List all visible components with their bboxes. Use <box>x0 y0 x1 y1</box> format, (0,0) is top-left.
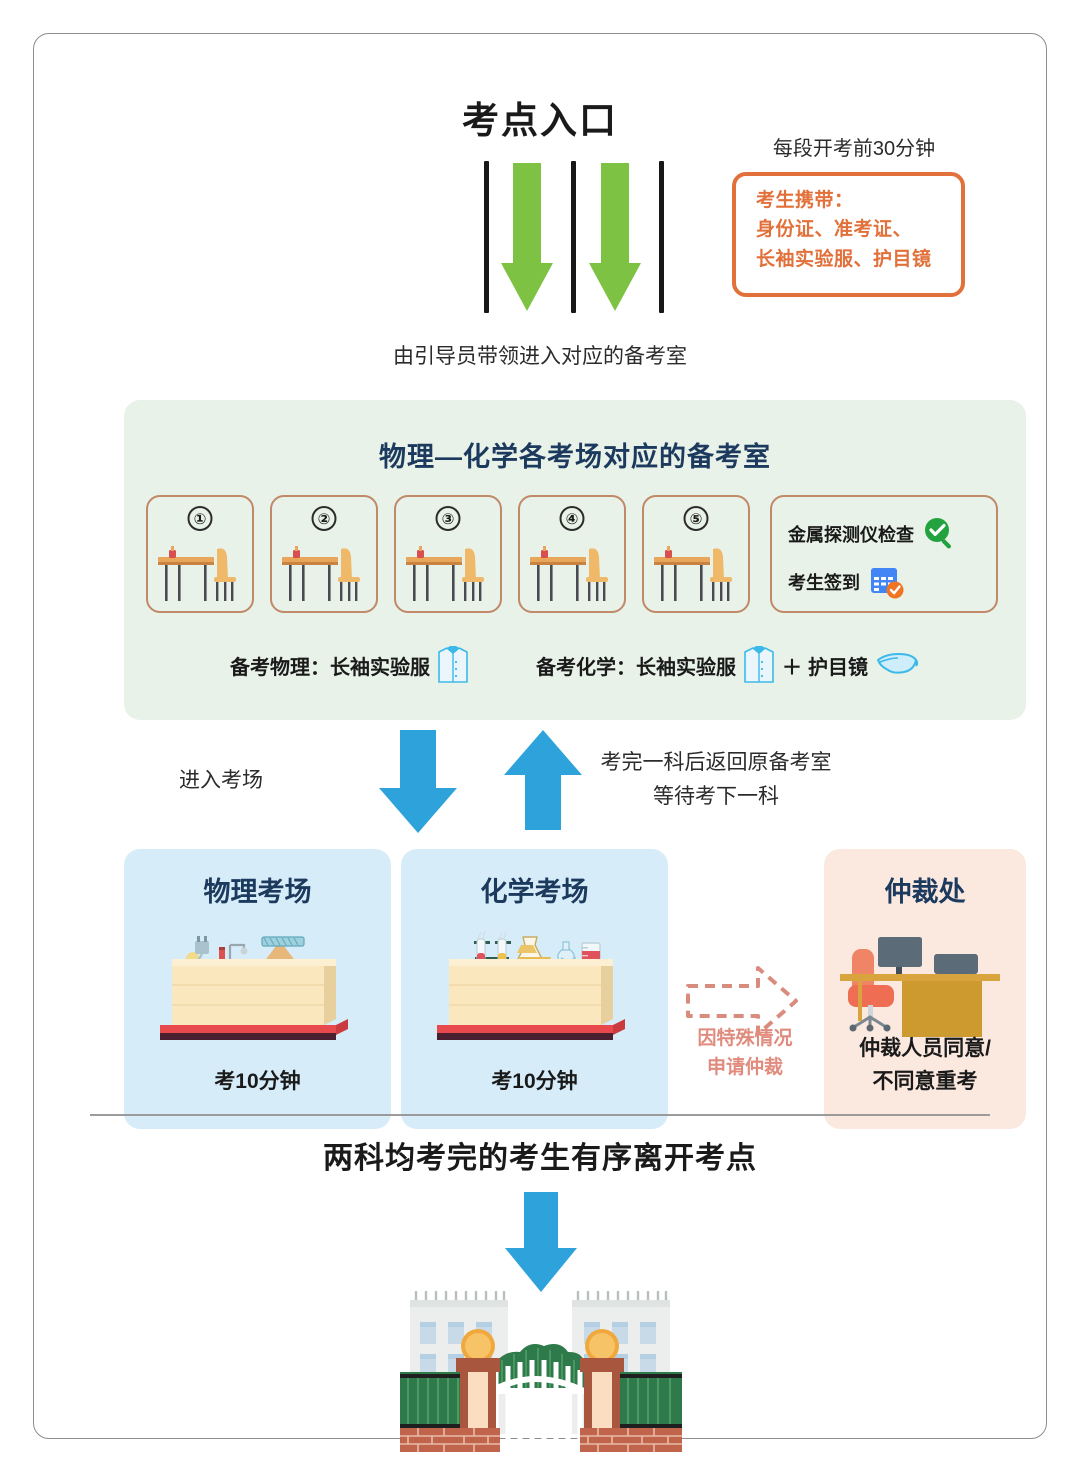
arbitration-link-label: 因特殊情况 申请仲裁 <box>680 1024 810 1083</box>
arbitration-link-line1: 因特殊情况 <box>697 1028 793 1049</box>
metal-detector-label: 金属探测仪检查 <box>788 525 914 545</box>
room-number: ② <box>311 506 337 531</box>
carry-line-3: 长袖实验服、护目镜 <box>756 248 932 270</box>
green-magnifier-check-icon <box>925 518 951 549</box>
lab-coat-icon <box>744 646 774 683</box>
blue-up-arrow-icon <box>504 730 582 830</box>
prep-room-section: 物理—化学各考场对应的备考室 ① <box>124 400 1026 720</box>
prep-room-card[interactable]: ④ <box>518 495 626 613</box>
room-number: ④ <box>559 506 585 531</box>
dashed-right-arrow-icon <box>686 966 798 1036</box>
signin-check-row: 考生签到 <box>788 563 906 601</box>
arbitration-footer-line2: 不同意重考 <box>872 1070 978 1094</box>
carry-items-box: 考生携带： 身份证、准考证、 长袖实验服、护目镜 <box>732 172 965 297</box>
lab-coat-icon <box>438 646 468 683</box>
entrance-gate-graphic <box>484 161 664 313</box>
physics-bench-icon <box>159 936 348 1040</box>
arbitration-card-title: 仲裁处 <box>884 877 966 907</box>
chemistry-card-footer: 考10分钟 <box>491 1070 578 1094</box>
arbitration-footer-line1: 仲裁人员同意/ <box>859 1036 991 1060</box>
green-down-arrow-icon <box>589 163 641 311</box>
carry-line-1: 考生携带： <box>756 190 854 211</box>
desk-and-chair-icon <box>530 546 608 601</box>
prep-section-title: 物理—化学各考场对应的备考室 <box>379 442 771 472</box>
return-note-line2: 等待考下一科 <box>653 784 779 808</box>
goggles-label: 护目镜 <box>808 656 868 679</box>
school-gate-icon <box>400 1291 682 1453</box>
chemistry-exam-card[interactable]: 化学考场 <box>401 849 668 1129</box>
green-down-arrow-icon <box>501 163 553 311</box>
entrance-title: 考点入口 <box>462 100 618 141</box>
desk-and-chair-icon <box>654 546 732 601</box>
entrance-time-note: 每段开考前30分钟 <box>772 138 936 160</box>
physics-card-title: 物理考场 <box>203 877 312 907</box>
gate-bar-icon <box>484 161 489 313</box>
wear-requirements-row: 备考物理：长袖实验服 备考化学：长袖实验服 <box>124 645 1026 685</box>
blue-calendar-check-icon <box>871 568 904 599</box>
section-divider <box>90 1114 990 1116</box>
blue-down-arrow-icon <box>505 1192 577 1292</box>
enter-exam-label: 进入考场 <box>179 769 263 792</box>
chemistry-card-title: 化学考场 <box>480 877 589 907</box>
arbitration-link-line2: 申请仲裁 <box>706 1057 783 1079</box>
leave-title: 两科均考完的考生有序离开考点 <box>323 1142 757 1175</box>
chemistry-bench-icon <box>436 930 625 1040</box>
desk-and-chair-icon <box>406 546 484 601</box>
physics-wear-item: 备考物理：长袖实验服 <box>230 645 470 685</box>
prep-room-card[interactable]: ① <box>146 495 254 613</box>
prep-room-card[interactable]: ③ <box>394 495 502 613</box>
prep-room-card[interactable]: ② <box>270 495 378 613</box>
guide-note: 由引导员带领进入对应的备考室 <box>393 345 687 368</box>
physics-exam-card[interactable]: 物理考场 <box>124 849 391 1129</box>
arbitration-card-footer: 仲裁人员同意/ 不同意重考 <box>824 1032 1026 1099</box>
return-note-line1: 考完一科后返回原备考室 <box>600 751 832 774</box>
desk-and-chair-icon <box>282 546 360 601</box>
metal-detector-check-row: 金属探测仪检查 <box>788 516 958 552</box>
checkin-box: 金属探测仪检查 考生签到 <box>770 495 998 613</box>
signin-label: 考生签到 <box>788 573 860 593</box>
arbitration-card[interactable]: 仲裁处 仲裁人员同意/ 不同意重考 <box>824 849 1026 1129</box>
carry-line-2: 身份证、准考证、 <box>756 219 913 241</box>
return-note: 考完一科后返回原备考室 等待考下一科 <box>596 746 836 813</box>
plus-sign: ＋ <box>782 656 802 679</box>
gate-bar-icon <box>659 161 664 313</box>
prep-room-list: ① ② <box>146 495 750 613</box>
blue-down-arrow-icon <box>379 730 457 833</box>
desk-and-chair-icon <box>158 546 236 601</box>
exam-rooms-row: 物理考场 <box>124 849 1026 1129</box>
prep-room-card[interactable]: ⑤ <box>642 495 750 613</box>
room-number: ⑤ <box>683 506 709 531</box>
gate-bar-icon <box>571 161 576 313</box>
room-number: ① <box>187 506 213 531</box>
room-number: ③ <box>435 506 461 531</box>
chemistry-wear-label: 备考化学：长袖实验服 <box>536 656 736 679</box>
arbitration-desk-icon <box>840 937 1000 1037</box>
physics-card-footer: 考10分钟 <box>214 1070 301 1094</box>
transition-arrows-zone: 进入考场 考完一科后返回原备考室 等待考下一科 <box>124 724 1026 844</box>
poster-frame: 考点入口 每段开考前30分钟 考生携带： 身份证、准考证、 长袖实验服、护目镜 … <box>33 33 1047 1439</box>
goggles-icon <box>877 653 919 674</box>
physics-wear-label: 备考物理：长袖实验服 <box>230 656 430 679</box>
chemistry-wear-item: 备考化学：长袖实验服 ＋ 护目镜 <box>536 645 920 685</box>
